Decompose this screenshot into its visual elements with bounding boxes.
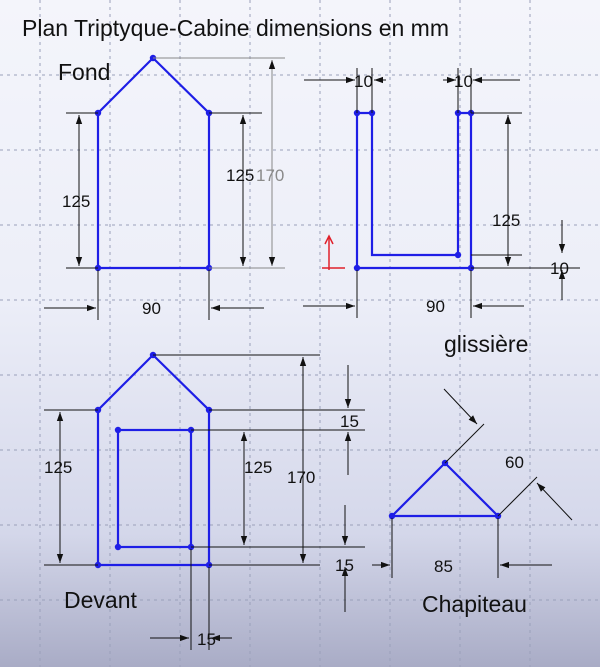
devant-window-outline [116, 428, 193, 549]
chapiteau-side-dim: 60 [505, 453, 524, 472]
glissiere-outline [355, 111, 473, 270]
glissiere-label: glissière [444, 331, 528, 357]
fond-width-dim: 90 [142, 299, 161, 318]
devant-top-margin-dim: 15 [340, 412, 359, 431]
glissiere-right-thickness-dim: 10 [454, 72, 473, 91]
devant-total-height-dim: 170 [287, 468, 315, 487]
fond-outline [96, 56, 211, 270]
chapiteau-width-dim: 85 [434, 557, 453, 576]
fond-part: Fond 125 125 170 90 [44, 54, 285, 320]
drawing-title: Plan Triptyque-Cabine dimensions en mm [22, 15, 449, 41]
glissiere-part: 10 10 125 10 90 glissière [303, 68, 580, 357]
devant-side-margin-dim: 15 [197, 630, 216, 649]
fond-height-right-dim: 125 [226, 166, 254, 185]
glissiere-left-thickness-dim: 10 [354, 72, 373, 91]
fond-height-left-dim: 125 [62, 192, 90, 211]
devant-height-inner-dim: 125 [244, 458, 272, 477]
glissiere-height-dim: 125 [492, 211, 520, 230]
fond-total-height-dim: 170 [256, 166, 284, 185]
devant-part: 125 125 170 15 15 15 Devant [44, 351, 365, 650]
chapiteau-outline [389, 461, 501, 518]
devant-bottom-margin-dim: 15 [335, 556, 354, 575]
chapiteau-label: Chapiteau [422, 591, 527, 617]
devant-outer-outline [96, 353, 211, 567]
devant-label: Devant [64, 587, 137, 613]
chapiteau-part: 85 60 Chapiteau [372, 388, 573, 617]
glissiere-base-dim: 10 [550, 259, 569, 278]
fond-label: Fond [58, 59, 110, 85]
devant-height-left-dim: 125 [44, 458, 72, 477]
glissiere-width-dim: 90 [426, 297, 445, 316]
